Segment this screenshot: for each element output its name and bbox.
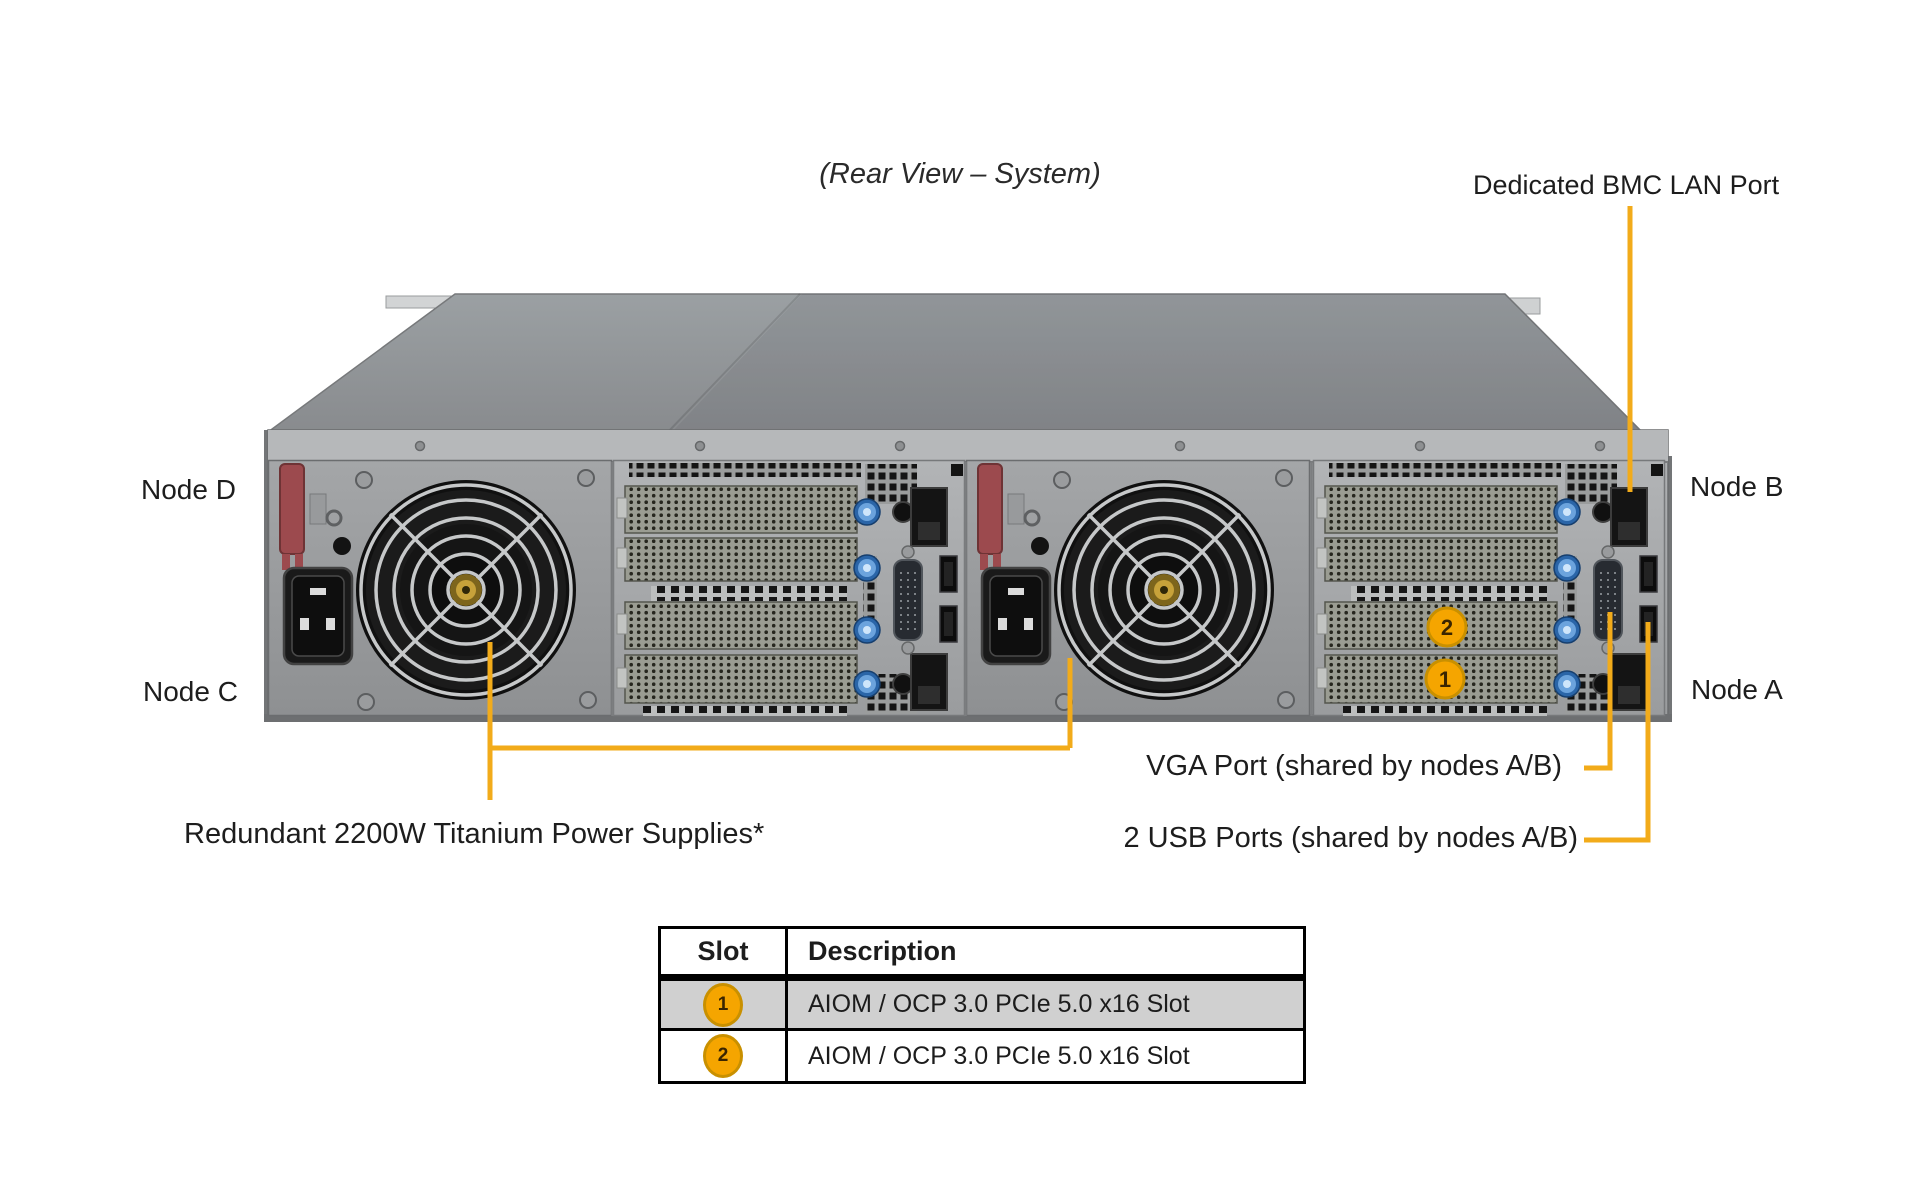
chassis-slot-marker-1: 1 [1424, 658, 1466, 700]
table-row: 2 AIOM / OCP 3.0 PCIe 5.0 x16 Slot [661, 1031, 1303, 1081]
node-b-label: Node B [1690, 471, 1784, 502]
chassis-lid [265, 293, 1670, 459]
vga-port-label: VGA Port (shared by nodes A/B) [1146, 750, 1562, 782]
figure-title: (Rear View – System) [819, 158, 1101, 190]
svg-text:1: 1 [1439, 667, 1451, 692]
node-section-cd [612, 459, 966, 717]
description-column-header: Description [808, 936, 957, 966]
table-row: 1 AIOM / OCP 3.0 PCIe 5.0 x16 Slot [661, 981, 1303, 1031]
power-supply-2 [964, 458, 1312, 718]
node-c-label: Node C [143, 676, 238, 707]
slot-1-badge: 1 [703, 982, 743, 1027]
slot-description-table: Slot Description 1 AIOM / OCP 3.0 PCIe 5… [658, 926, 1306, 1084]
node-d-label: Node D [141, 474, 236, 505]
vga-callout-line [1584, 612, 1613, 771]
usb-callout-line [1584, 622, 1651, 843]
slot-cell: 2 [661, 1031, 788, 1081]
svg-text:2: 2 [1441, 615, 1453, 640]
table-header-row: Slot Description [661, 929, 1303, 981]
usb-ports-label: 2 USB Ports (shared by nodes A/B) [1123, 822, 1578, 854]
psu-callout-line [487, 642, 1073, 800]
chassis-slot-marker-2: 2 [1426, 606, 1468, 648]
slot-column-header: Slot [661, 929, 788, 974]
power-supply-1 [266, 458, 614, 718]
callout-lines [487, 206, 1651, 843]
slot-2-badge: 2 [703, 1034, 743, 1078]
slot-cell: 1 [661, 981, 788, 1028]
section-dividers [611, 462, 1313, 716]
bmc-lan-port-label: Dedicated BMC LAN Port [1473, 170, 1780, 200]
description-cell: AIOM / OCP 3.0 PCIe 5.0 x16 Slot [808, 990, 1190, 1018]
node-a-label: Node A [1691, 674, 1783, 705]
description-cell: AIOM / OCP 3.0 PCIe 5.0 x16 Slot [808, 1041, 1190, 1070]
power-supplies-label: Redundant 2200W Titanium Power Supplies* [184, 818, 765, 850]
